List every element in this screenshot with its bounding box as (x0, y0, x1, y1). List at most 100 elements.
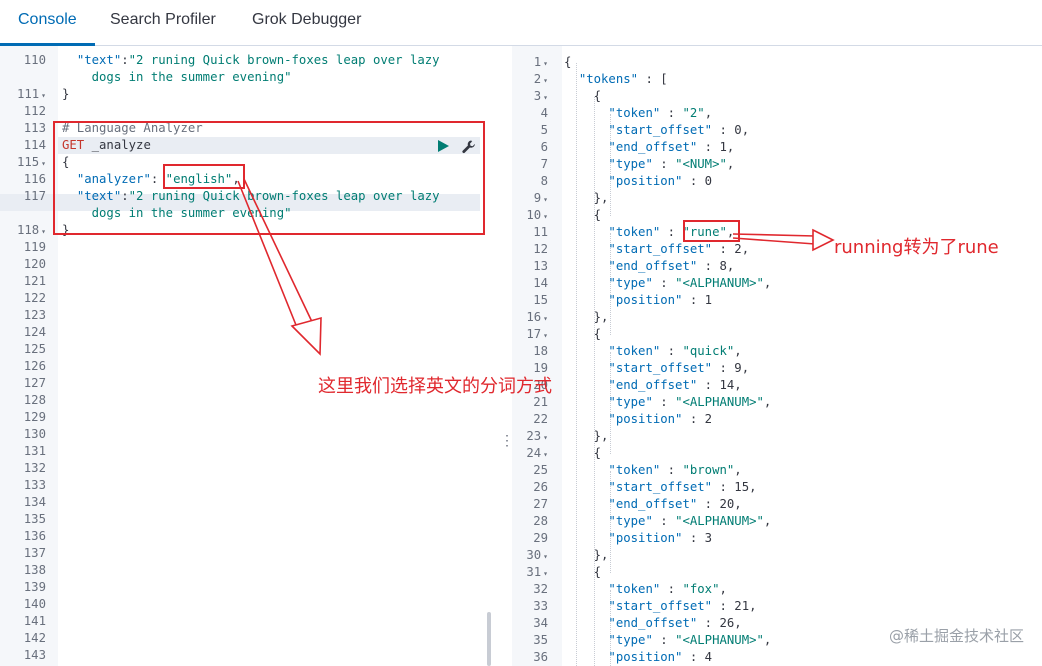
line-number: 139 (23, 580, 46, 594)
pane-splitter[interactable] (497, 46, 512, 666)
token-plain: : 4 (682, 650, 713, 664)
token-str: "rune" (682, 225, 727, 239)
response-editor[interactable]: 1▾{2▾ "tokens" : [3▾ {4 "token" : "2",5 … (512, 46, 1042, 666)
rune-annotation: running转为了rune (834, 237, 999, 258)
token-plain: : (121, 53, 129, 67)
line-number: 16▾ (526, 310, 548, 324)
fold-icon[interactable]: ▾ (543, 433, 548, 442)
line-number: 27 (533, 497, 548, 511)
fold-icon[interactable]: ▾ (543, 93, 548, 102)
fold-icon[interactable]: ▾ (543, 450, 548, 459)
token-plain: }, (564, 429, 609, 443)
token-key: "position" (608, 293, 683, 307)
token-key: "position" (608, 531, 683, 545)
play-icon[interactable] (436, 139, 450, 156)
fold-icon[interactable]: ▾ (543, 552, 548, 561)
line-number: 118▾ (16, 223, 46, 237)
code-text: GET _analyze (62, 137, 151, 154)
request-scrollbar[interactable] (487, 612, 491, 666)
token-plain: }, (564, 191, 609, 205)
line-number: 21 (533, 395, 548, 409)
fold-icon[interactable]: ▾ (543, 59, 548, 68)
fold-icon[interactable]: ▾ (543, 76, 548, 85)
code-text: "position" : 3 (564, 530, 712, 547)
token-key: "type" (608, 514, 653, 528)
token-plain: { (564, 55, 572, 69)
vertical-dots-icon[interactable]: ⋮ (500, 432, 514, 448)
line-number: 20 (533, 378, 548, 392)
token-str: "<NUM>" (675, 157, 727, 171)
code-text: "end_offset" : 20, (564, 496, 741, 513)
line-number: 140 (23, 597, 46, 611)
tab-console[interactable]: Console (0, 0, 95, 46)
line-number: 8 (540, 174, 548, 188)
token-plain: { (62, 155, 70, 169)
fold-icon[interactable]: ▾ (543, 331, 548, 340)
line-number: 25 (533, 463, 548, 477)
token-plain: : (652, 633, 676, 647)
code-text: "position" : 1 (564, 292, 712, 309)
code-text: "start_offset" : 0, (564, 122, 749, 139)
token-plain: : (660, 463, 683, 477)
code-text: "type" : "<ALPHANUM>", (564, 275, 771, 292)
code-text: { (564, 207, 601, 224)
line-number: 19 (533, 361, 548, 375)
token-plain: , (763, 276, 772, 290)
code-text: }, (564, 190, 609, 207)
line-number: 111▾ (16, 87, 46, 101)
token-str: "<ALPHANUM>" (675, 395, 764, 409)
fold-icon[interactable]: ▾ (41, 91, 46, 100)
watermark: @稀土掘金技术社区 (888, 627, 1024, 645)
line-number: 123 (23, 308, 46, 322)
line-number: 5 (540, 123, 548, 137)
wrench-icon[interactable] (461, 139, 477, 158)
active-line-highlight (0, 194, 480, 211)
line-number: 131 (23, 444, 46, 458)
token-str: "2 runing Quick brown-foxes leap over la… (128, 53, 440, 67)
tab-search-profiler[interactable]: Search Profiler (110, 11, 216, 28)
line-number: 120 (23, 257, 46, 271)
token-key: "type" (608, 157, 653, 171)
code-text: { (564, 88, 601, 105)
line-number: 112 (23, 104, 46, 118)
line-number: 132 (23, 461, 46, 475)
line-number: 29 (533, 531, 548, 545)
fold-icon[interactable]: ▾ (543, 314, 548, 323)
fold-icon[interactable]: ▾ (543, 212, 548, 221)
line-number: 122 (23, 291, 46, 305)
token-key: "type" (608, 276, 653, 290)
token-plain: : (660, 582, 683, 596)
line-number: 126 (23, 359, 46, 373)
code-text: "token" : "quick", (564, 343, 741, 360)
fold-icon[interactable]: ▾ (543, 569, 548, 578)
code-text: }, (564, 428, 609, 445)
token-str: "<ALPHANUM>" (675, 276, 764, 290)
token-plain: : [ (638, 72, 668, 86)
token-str: "<ALPHANUM>" (675, 514, 764, 528)
code-text: "position" : 0 (564, 173, 712, 190)
token-key: "position" (608, 174, 683, 188)
token-plain: : 3 (682, 531, 713, 545)
token-plain: , (763, 633, 772, 647)
line-number: 11 (533, 225, 548, 239)
code-text: "start_offset" : 15, (564, 479, 756, 496)
line-number: 115▾ (16, 155, 46, 169)
code-text: "type" : "<NUM>", (564, 156, 734, 173)
fold-icon[interactable]: ▾ (543, 195, 548, 204)
token-str: dogs in the summer evening" (62, 206, 292, 220)
request-editor[interactable]: 110 "text":"2 runing Quick brown-foxes l… (0, 46, 497, 666)
code-text: "text":"2 runing Quick brown-foxes leap … (62, 188, 440, 205)
line-number: 114 (23, 138, 46, 152)
fold-icon[interactable]: ▾ (41, 159, 46, 168)
token-key: "end_offset" (608, 140, 698, 154)
tab-grok-debugger[interactable]: Grok Debugger (252, 11, 362, 28)
fold-icon[interactable]: ▾ (41, 227, 46, 236)
code-text: # Language Analyzer (62, 120, 203, 137)
token-key: "end_offset" (608, 616, 698, 630)
token-plain: : 2 (682, 412, 713, 426)
code-text: "token" : "2", (564, 105, 712, 122)
line-number: 23▾ (526, 429, 548, 443)
token-plain: , (726, 225, 735, 239)
code-text: { (564, 445, 601, 462)
response-gutter (512, 46, 562, 666)
